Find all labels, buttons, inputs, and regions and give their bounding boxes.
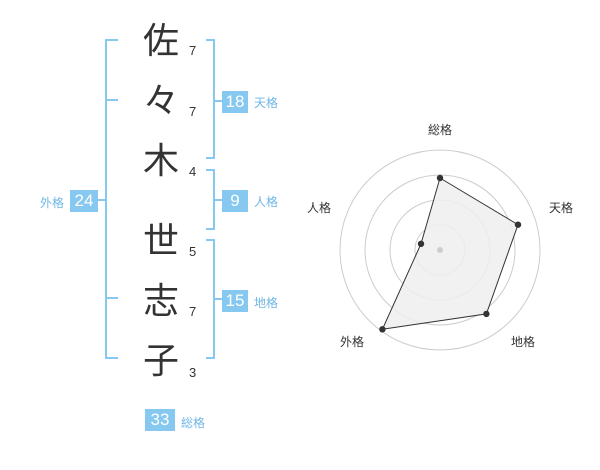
jinkaku-label: 人格	[254, 195, 279, 209]
radar-point-3	[483, 310, 490, 318]
jinkaku-bracket	[206, 169, 222, 230]
radar-point-5	[417, 240, 425, 247]
stroke-count-5: 7	[189, 304, 197, 319]
radar-axis-label-tenkaku: 天格	[549, 201, 574, 215]
radar-point-1	[436, 174, 444, 182]
soukaku-label: 総格	[181, 416, 206, 430]
radar-axis-label-soukaku: 総格	[428, 123, 453, 137]
stroke-count-3: 4	[189, 164, 197, 179]
radar-point-2	[514, 221, 522, 228]
gaikaku-bracket	[94, 39, 118, 359]
radar-center	[437, 247, 443, 253]
name-char-3: 木	[142, 141, 179, 182]
radar-series-polygon	[381, 177, 519, 330]
radar-point-4	[379, 326, 386, 333]
radar-axis-label-chikaku: 地格	[511, 335, 536, 349]
stroke-count-4: 5	[189, 244, 197, 259]
radar-chart	[339, 149, 541, 351]
chikaku-value-badge: 15	[222, 290, 248, 312]
stroke-count-6: 3	[189, 365, 197, 380]
name-char-2: 々	[142, 81, 179, 122]
tenkaku-bracket	[206, 39, 222, 159]
soukaku-value-badge: 33	[145, 409, 175, 431]
name-char-5: 志	[142, 281, 179, 322]
stroke-count-1: 7	[189, 43, 197, 58]
tenkaku-label: 天格	[254, 96, 279, 110]
name-char-1: 佐	[142, 21, 179, 62]
radar-ring	[339, 149, 541, 351]
stroke-count-2: 7	[189, 104, 197, 119]
radar-axis-label-jinkaku: 人格	[307, 201, 332, 215]
name-char-4: 世	[142, 221, 179, 262]
gaikaku-label: 外格	[40, 196, 65, 210]
jinkaku-value-badge: 9	[222, 190, 248, 212]
name-char-6: 子	[142, 341, 179, 382]
tenkaku-value-badge: 18	[222, 91, 248, 113]
gaikaku-value-badge: 24	[70, 190, 98, 212]
chikaku-label: 地格	[254, 296, 279, 310]
radar-axis-label-gaikaku: 外格	[340, 335, 365, 349]
chikaku-bracket	[206, 239, 222, 359]
